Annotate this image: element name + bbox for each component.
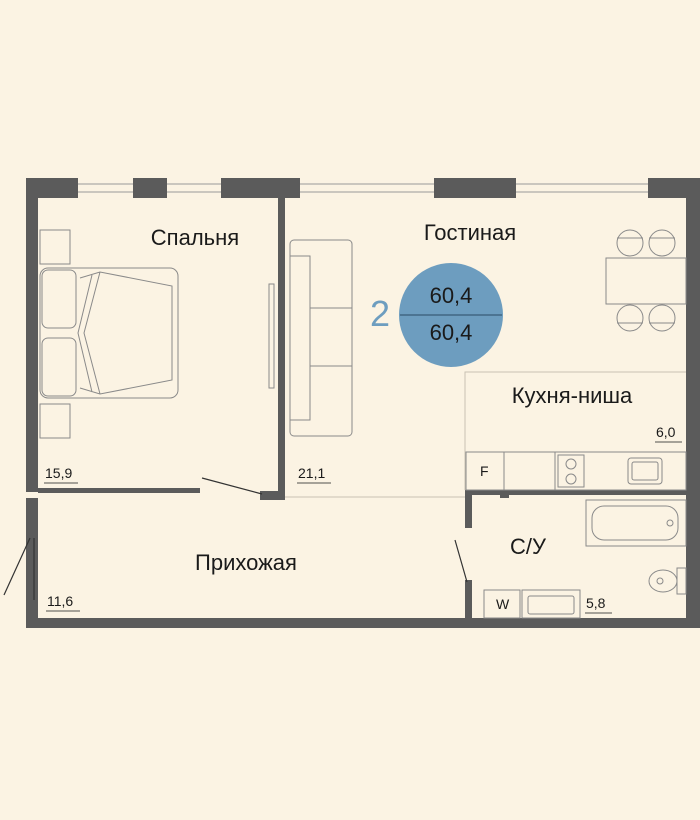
toilet <box>648 567 687 595</box>
wall-bath-left <box>465 580 472 620</box>
wall-bath-left <box>465 490 472 528</box>
bathroom-name: С/У <box>510 534 547 559</box>
walls <box>26 178 700 628</box>
wall-left-bedroom <box>26 178 38 492</box>
washing-machine <box>483 589 521 619</box>
entrance-door <box>3 537 31 596</box>
wall-bedroom-bottom <box>260 491 285 500</box>
wall-bottom <box>26 618 686 628</box>
bedroom-door <box>201 477 263 495</box>
living-area-room: 21,1 <box>298 465 325 481</box>
bed <box>39 267 179 399</box>
kitchen-counter <box>465 451 687 491</box>
wall-kitchen-bottom <box>465 490 686 495</box>
wall-bedroom-bottom <box>38 488 200 493</box>
wall-left-hall <box>26 498 38 628</box>
nightstand <box>39 229 71 265</box>
wardrobe-mirror <box>268 283 275 389</box>
bathroom-door <box>454 539 468 583</box>
bedroom-area: 15,9 <box>45 465 72 481</box>
sink <box>521 589 581 619</box>
sofa <box>289 239 353 437</box>
wall-right <box>686 178 700 628</box>
wall-kitchen-pier <box>500 489 509 498</box>
rooms-count: 2 <box>370 293 390 334</box>
wall-pier <box>221 178 300 198</box>
hall-area: 11,6 <box>47 593 73 609</box>
partitions <box>285 371 686 498</box>
wall-pier <box>26 178 78 198</box>
wall-pier <box>434 178 516 198</box>
doors <box>3 477 468 600</box>
bedroom-name: Спальня <box>151 225 239 250</box>
dining-table <box>605 229 687 332</box>
bathroom-area: 5,8 <box>586 595 606 611</box>
total-area: 60,4 <box>430 283 473 308</box>
kitchen-name: Кухня-ниша <box>512 383 633 408</box>
washer-label: W <box>496 596 510 612</box>
hall-name: Прихожая <box>195 550 297 575</box>
living-area: 60,4 <box>430 320 473 345</box>
wall-bedroom-right <box>278 196 285 500</box>
fridge-label: F <box>480 463 489 479</box>
bathtub <box>585 499 687 547</box>
living-name: Гостиная <box>424 220 516 245</box>
wall-pier <box>133 178 167 198</box>
nightstand <box>39 403 71 439</box>
windows <box>78 183 650 193</box>
kitchen-area: 6,0 <box>656 424 676 440</box>
